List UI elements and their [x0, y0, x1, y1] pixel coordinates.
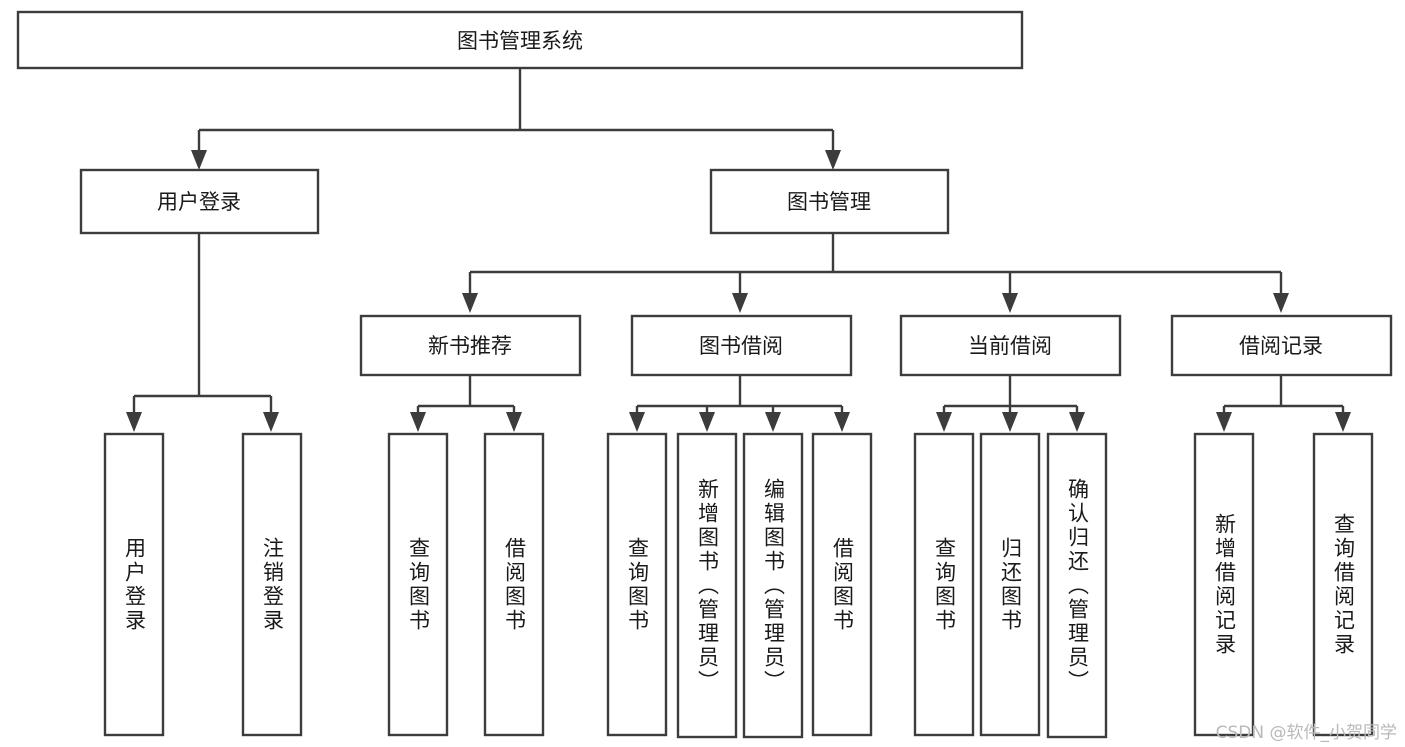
connector-userlogin-to-leaves — [126, 233, 279, 432]
leaf-box-add-book-admin[interactable] — [676, 432, 738, 739]
watermark: CSDN @软件_小贺同学 — [1215, 723, 1397, 743]
node-root-book-management-system[interactable]: 图书管理系统 — [16, 10, 1024, 70]
node-book-management-label: 图书管理 — [787, 190, 871, 214]
connector-newbook-to-leaves — [410, 375, 522, 432]
node-book-management[interactable]: 图书管理 — [709, 168, 950, 235]
leaf-box-edit-book-admin[interactable] — [742, 432, 804, 739]
node-root-label: 图书管理系统 — [457, 29, 583, 53]
connector-borrowrecord-to-leaves — [1216, 375, 1351, 432]
leaf-box-query-book-3[interactable] — [913, 432, 975, 737]
node-borrow-record[interactable]: 借阅记录 — [1170, 314, 1393, 377]
connector-root-to-level2 — [191, 68, 841, 170]
node-user-login-label: 用户登录 — [157, 190, 241, 214]
leaf-box-query-borrow-record[interactable] — [1312, 432, 1374, 737]
leaf-box-logout[interactable] — [241, 432, 303, 737]
node-new-book-recommend[interactable]: 新书推荐 — [359, 314, 582, 377]
leaf-box-user-login[interactable] — [103, 432, 165, 737]
leaf-box-query-book-1[interactable] — [387, 432, 449, 737]
leaf-box-add-borrow-record[interactable] — [1193, 432, 1255, 737]
leaf-box-confirm-return[interactable] — [1046, 432, 1108, 739]
leaf-box-return-book[interactable] — [979, 432, 1041, 737]
leaf-box-borrow-book-2[interactable] — [811, 432, 873, 737]
connector-currentborrow-to-leaves — [936, 375, 1085, 432]
node-book-borrow[interactable]: 图书借阅 — [630, 314, 853, 377]
node-borrow-record-label: 借阅记录 — [1239, 334, 1323, 358]
leaf-box-query-book-2[interactable] — [606, 432, 668, 737]
node-user-login[interactable]: 用户登录 — [79, 168, 320, 235]
leaf-boxes — [103, 432, 1374, 739]
connector-bookborrow-to-leaves — [629, 375, 850, 432]
node-book-borrow-label: 图书借阅 — [699, 334, 783, 358]
node-current-borrow-label: 当前借阅 — [968, 334, 1052, 358]
connector-bookmgmt-to-level3 — [462, 233, 1289, 313]
node-current-borrow[interactable]: 当前借阅 — [899, 314, 1122, 377]
node-new-book-recommend-label: 新书推荐 — [428, 334, 512, 358]
leaf-box-borrow-book-1[interactable] — [483, 432, 545, 737]
